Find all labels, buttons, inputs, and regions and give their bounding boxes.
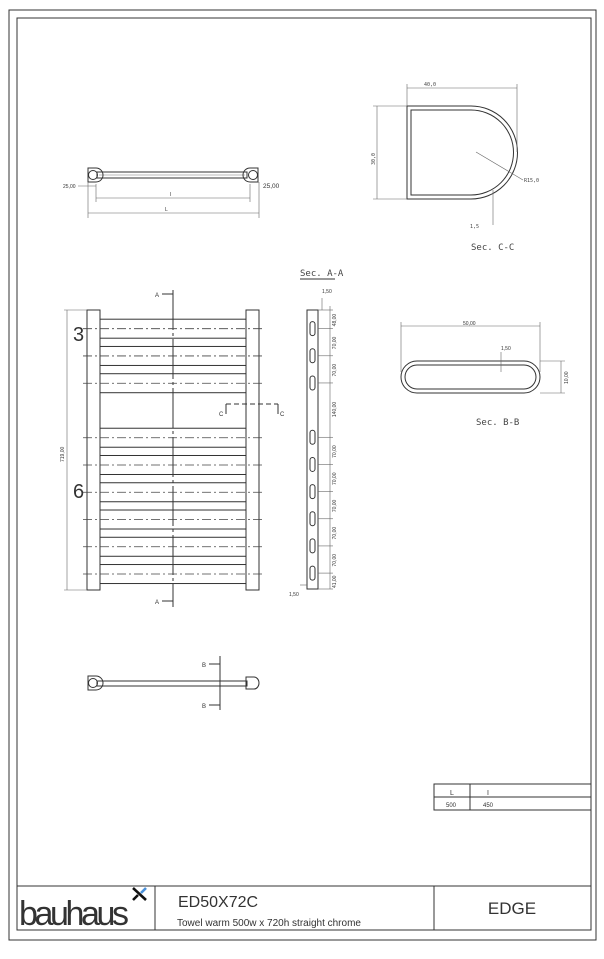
table-value-i: 450 [483,803,494,809]
aa-wall-top: 1,50 [322,289,332,295]
rail-slot [309,348,316,364]
table-header-i: I [487,790,489,797]
cc-height: 30,0 [371,153,377,165]
bb-width: 50,00 [463,321,476,327]
product-code: ED50X72C [178,894,258,911]
logo-x-icon [132,887,147,901]
rail-slot [309,321,316,337]
section-c-left-label: C [219,412,224,418]
size-table: L I 500 450 [433,783,592,811]
rail-slot [309,456,316,472]
aa-spacing: 70,00 [332,364,338,377]
aa-spacing: 70,00 [332,445,338,458]
lower-rail-count: 6 [73,481,84,503]
cc-radius: R15,0 [524,178,539,184]
aa-spacing: 70,00 [332,499,338,512]
outer-frame [8,9,597,941]
section-a-top-label: A [155,293,159,299]
inner-frame [16,17,592,931]
bb-wall: 1,50 [501,346,511,352]
dim-overall: L [165,207,168,213]
height-dim: 719,00 [60,446,66,462]
aa-spacing: 41,00 [332,575,338,588]
section-a-bottom-label: A [155,600,159,606]
front-elevation: A A C C 719,00 3 6 [60,290,285,607]
aa-spacing: 70,00 [332,336,338,349]
cc-title: Sec. C-C [471,243,514,253]
bb-title: Sec. B-B [476,418,519,428]
aa-spacing: 70,00 [332,472,338,485]
upper-rail-count: 3 [73,324,84,346]
section-aa: Sec. A-A 1,50 1,50 48,00 70,00 70,00 140,00… [289,269,344,598]
aa-wall-bottom: 1,50 [289,592,299,598]
cc-wall: 1,5 [470,224,479,230]
section-bb: 50,00 1,50 10,00 Sec. B-B [400,321,570,428]
rail-slot [309,565,316,581]
section-c-right-label: C [280,412,285,418]
rail-slot [309,511,316,527]
aa-title: Sec. A-A [300,269,344,279]
dim-right: 25,00 [263,183,280,190]
left-upright [86,309,101,591]
rail-slot [309,429,316,445]
aa-spacing: 48,00 [332,314,338,327]
aa-spacing: 70,00 [332,527,338,540]
section-b-bottom-label: B [202,704,206,710]
product-description: Towel warm 500w x 720h straight chrome [177,918,361,929]
table-value-l: 500 [446,803,457,809]
aa-spacing: 70,00 [332,554,338,567]
top-plan-view: 25,00 25,00 I L [63,167,280,218]
dim-left: 25,00 [63,184,76,190]
dim-inner: I [170,192,171,198]
table-header-l: L [450,790,454,797]
logo-text: bauhaus [19,895,129,933]
bottom-plan-view: B B [87,656,260,710]
title-block: bauhaus ED50X72C Towel warm 500w x 720h … [17,885,591,933]
cc-width: 40,0 [424,82,436,88]
range-name: EDGE [488,899,536,918]
aa-spacing: 140,00 [332,402,338,418]
section-cc: 40,0 30,0 R15,0 1,5 Sec. C-C [371,82,539,253]
rail-slot [309,375,316,391]
rail-slot [309,484,316,500]
rail-slot [309,538,316,554]
bb-height: 10,00 [564,371,570,384]
right-upright [245,309,260,591]
section-b-top-label: B [202,663,206,669]
